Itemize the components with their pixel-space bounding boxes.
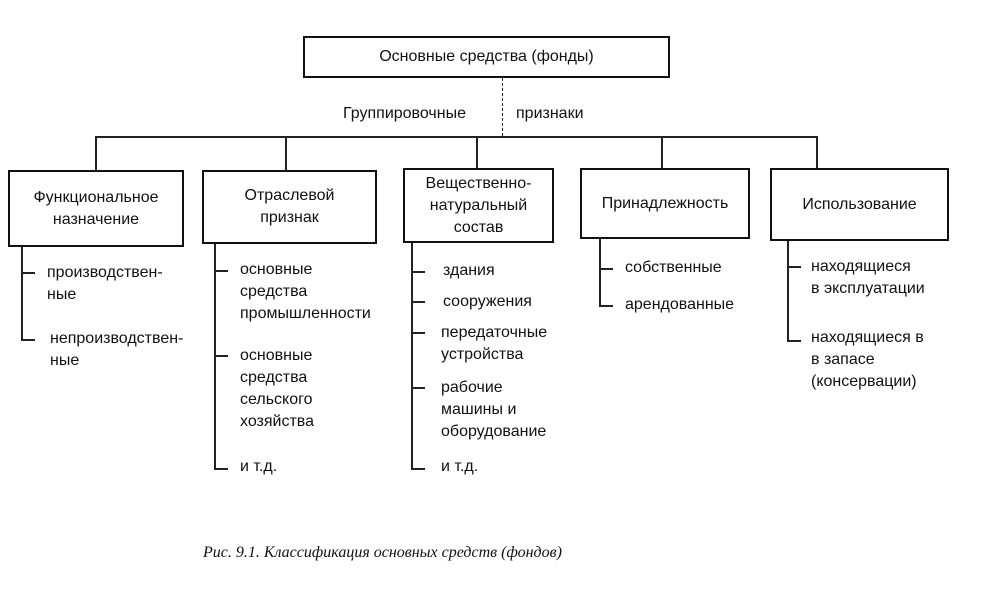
col2-tick-2 [214, 355, 228, 357]
horizontal-bus [95, 136, 817, 138]
root-label: Основные средства (фонды) [379, 48, 594, 65]
category-industry: Отраслевой признак [202, 170, 377, 244]
col2-tick-3 [214, 468, 228, 470]
col5-spine [787, 241, 789, 342]
category-functional: Функциональное назначение [8, 170, 184, 247]
category-functional-title: Функциональное назначение [33, 188, 159, 228]
col3-tick-2 [411, 301, 425, 303]
col3-item-2: сооружения [443, 293, 532, 310]
category-material: Вещественно- натуральный состав [403, 168, 554, 243]
col5-item-1: находящиеся в эксплуатации [811, 258, 925, 297]
grouping-label-right: признаки [516, 105, 584, 122]
category-industry-title: Отраслевой признак [244, 187, 335, 226]
col2-item-3: и т.д. [240, 458, 278, 475]
col1-tick-2 [21, 339, 35, 341]
drop-4 [661, 136, 663, 168]
col4-spine [599, 239, 601, 307]
col1-item-1: производствен- ные [47, 264, 163, 303]
grouping-label-left: Группировочные [343, 105, 466, 122]
col3-tick-3 [411, 332, 425, 334]
col3-tick-4 [411, 387, 425, 389]
col3-tick-5 [411, 468, 425, 470]
col1-tick-1 [21, 272, 35, 274]
drop-5 [816, 136, 818, 168]
col2-item-1: основные средства промышленности [240, 261, 371, 322]
category-ownership: Принадлежность [580, 168, 750, 239]
category-ownership-title: Принадлежность [601, 194, 729, 212]
root-box: Основные средства (фонды) [303, 36, 670, 78]
drop-2 [285, 136, 287, 170]
drop-3 [476, 136, 478, 168]
col2-item-2: основные средства сельского хозяйства [240, 347, 315, 430]
figure-caption: Рис. 9.1. Классификация основных средств… [203, 544, 562, 561]
col4-tick-2 [599, 305, 613, 307]
root-connector [502, 78, 503, 136]
col2-spine [214, 244, 216, 470]
col4-item-1: собственные [625, 259, 722, 276]
col1-item-2: непроизводствен- ные [50, 330, 184, 369]
category-usage-title: Использование [802, 195, 917, 213]
category-material-title: Вещественно- натуральный состав [425, 174, 532, 236]
col3-tick-1 [411, 271, 425, 273]
col5-item-2: находящиеся в в запасе (консервации) [811, 329, 924, 390]
col3-spine [411, 243, 413, 470]
col2-tick-1 [214, 270, 228, 272]
col3-item-5: и т.д. [441, 458, 479, 475]
col5-tick-1 [787, 266, 801, 268]
col5-tick-2 [787, 340, 801, 342]
col1-spine [21, 247, 23, 340]
col3-item-4: рабочие машины и оборудование [441, 379, 547, 440]
drop-1 [95, 136, 97, 170]
col3-item-1: здания [443, 262, 495, 279]
col4-tick-1 [599, 268, 613, 270]
category-usage: Использование [770, 168, 949, 241]
col3-item-3: передаточные устройства [441, 324, 548, 363]
col4-item-2: арендованные [625, 296, 735, 313]
